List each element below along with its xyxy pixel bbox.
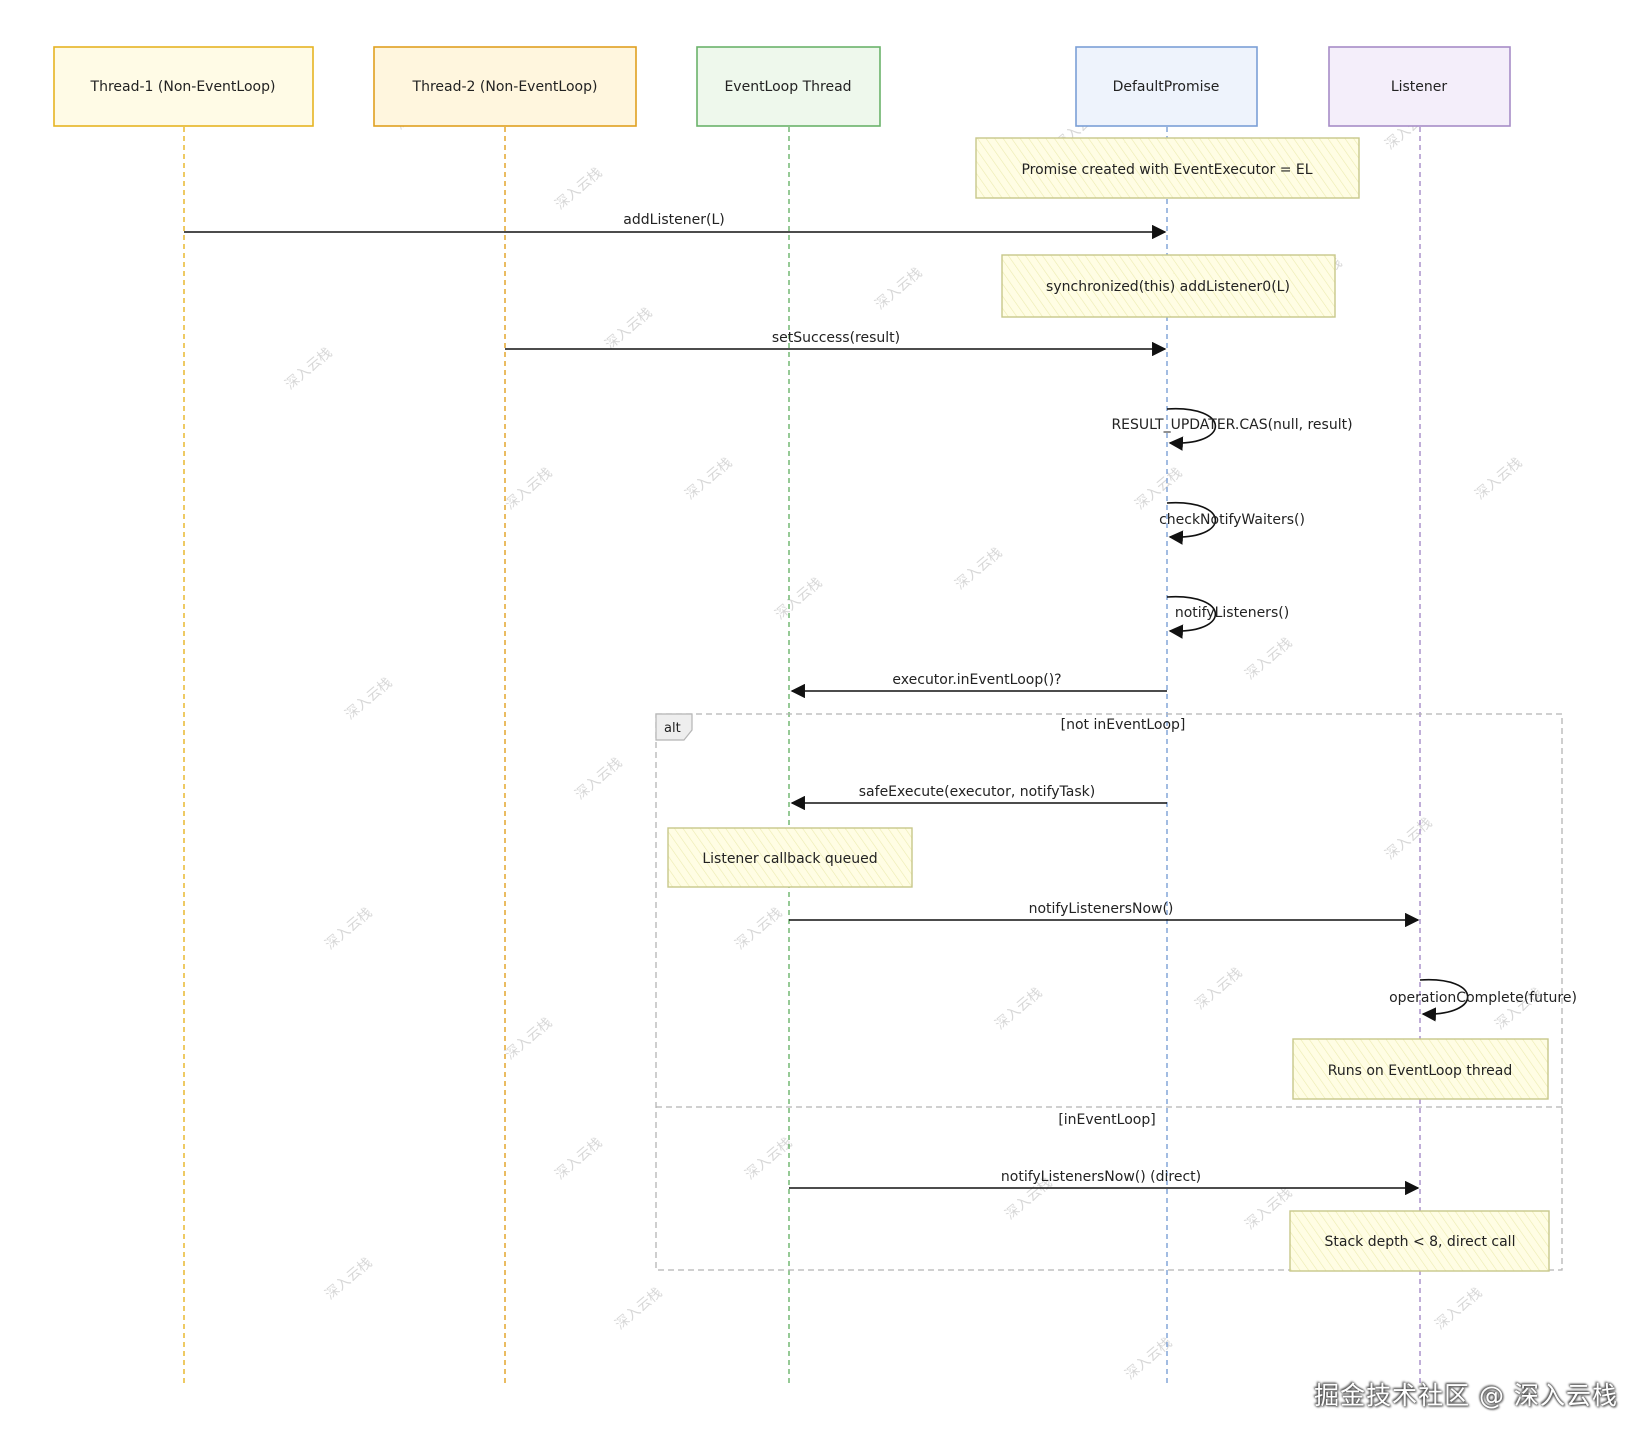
watermark-text: 深入云栈 <box>1432 1285 1485 1333</box>
svg-text:operationComplete(future): operationComplete(future) <box>1389 990 1577 1006</box>
svg-text:safeExecute(executor, notifyTa: safeExecute(executor, notifyTask) <box>859 784 1095 800</box>
watermark-text: 深入云栈 <box>992 985 1045 1033</box>
alt-guard-not-in-eventloop: [not inEventLoop] <box>1061 717 1186 733</box>
message-result-updater-cas: RESULT_UPDATER.CAS(null, result) <box>1111 408 1353 451</box>
watermark-text: 深入云栈 <box>322 1255 375 1303</box>
watermark-text: 深入云栈 <box>1472 455 1525 503</box>
svg-text:setSuccess(result): setSuccess(result) <box>772 330 900 346</box>
watermark-text: 深入云栈 <box>742 1135 795 1183</box>
watermark-text: 深入云栈 <box>282 345 335 393</box>
participant-thread-1: Thread-1 (Non-EventLoop) <box>53 46 314 127</box>
watermark-text: 深入云栈 <box>552 1135 605 1183</box>
watermark-text: 深入云栈 <box>1242 1185 1295 1233</box>
participant-label: Thread-2 (Non-EventLoop) <box>412 79 598 95</box>
watermark-text: 深入云栈 <box>572 755 625 803</box>
svg-text:Listener callback queued: Listener callback queued <box>702 851 877 867</box>
message-operationcomplete: operationComplete(future) <box>1389 979 1577 1022</box>
svg-text:RESULT_UPDATER.CAS(null, resul: RESULT_UPDATER.CAS(null, result) <box>1111 417 1352 433</box>
alt-frame: alt [not inEventLoop] [inEventLoop] <box>655 713 1563 1271</box>
participant-defaultpromise: DefaultPromise <box>1075 46 1258 127</box>
watermark-text: 深入云栈 <box>1382 815 1435 863</box>
message-notifylisteners: notifyListeners() <box>1166 596 1289 639</box>
note-synchronized: synchronized(this) addListener0(L) <box>1001 254 1336 318</box>
message-setsuccess: setSuccess(result) <box>505 330 1167 357</box>
message-safeexecute: safeExecute(executor, notifyTask) <box>790 784 1167 811</box>
svg-text:notifyListeners(): notifyListeners() <box>1175 605 1289 621</box>
watermark-text: 深入云栈 <box>732 905 785 953</box>
message-executor-ineventloop: executor.inEventLoop()? <box>790 672 1167 699</box>
svg-text:Runs on EventLoop thread: Runs on EventLoop thread <box>1328 1063 1513 1079</box>
watermark-text: 深入云栈 <box>342 675 395 723</box>
svg-text:checkNotifyWaiters(): checkNotifyWaiters() <box>1159 512 1305 528</box>
participant-thread-2: Thread-2 (Non-EventLoop) <box>373 46 637 127</box>
watermark-text: 深入云栈 <box>612 1285 665 1333</box>
watermark-text: 深入云栈 <box>872 265 925 313</box>
participant-listener: Listener <box>1328 46 1511 127</box>
note-stack-depth: Stack depth < 8, direct call <box>1289 1210 1550 1272</box>
svg-text:Promise created with EventExec: Promise created with EventExecutor = EL <box>1021 162 1312 178</box>
watermark-text: 深入云栈 <box>552 165 605 213</box>
svg-text:notifyListenersNow() (direct): notifyListenersNow() (direct) <box>1001 1169 1201 1185</box>
svg-text:Stack depth < 8, direct call: Stack depth < 8, direct call <box>1325 1234 1516 1250</box>
watermark-text: 深入云栈 <box>772 575 825 623</box>
watermark-text: 深入云栈 <box>322 905 375 953</box>
watermark-text: 深入云栈 <box>602 305 655 353</box>
svg-text:addListener(L): addListener(L) <box>623 212 724 228</box>
message-notifylistenersnow: notifyListenersNow() <box>789 901 1420 928</box>
watermark-text: 深入云栈 <box>1242 635 1295 683</box>
footer-watermark: 掘金技术社区 @ 深入云栈 <box>1314 1381 1618 1410</box>
note-promise-created: Promise created with EventExecutor = EL <box>975 137 1360 199</box>
participant-label: DefaultPromise <box>1113 79 1220 95</box>
message-addlistener: addListener(L) <box>184 212 1167 240</box>
watermark-text: 深入云栈 <box>1192 965 1245 1013</box>
watermark-text: 深入云栈 <box>502 465 555 513</box>
watermark-layer: 深入云栈深入云栈深入云栈深入云栈深入云栈深入云栈深入云栈深入云栈深入云栈深入云栈… <box>102 55 1545 1383</box>
alt-guard-in-eventloop: [inEventLoop] <box>1058 1112 1155 1128</box>
svg-text:executor.inEventLoop()?: executor.inEventLoop()? <box>892 672 1061 688</box>
participant-label: Listener <box>1391 79 1448 95</box>
watermark-text: 深入云栈 <box>1132 465 1185 513</box>
alt-tag: alt <box>664 721 681 736</box>
participant-eventloop: EventLoop Thread <box>696 46 881 127</box>
watermark-text: 深入云栈 <box>952 545 1005 593</box>
participant-label: Thread-1 (Non-EventLoop) <box>90 79 276 95</box>
watermark-text: 深入云栈 <box>502 1015 555 1063</box>
note-runs-on-eventloop: Runs on EventLoop thread <box>1292 1038 1549 1100</box>
lifelines <box>183 127 1421 1385</box>
watermark-text: 深入云栈 <box>682 455 735 503</box>
note-listener-callback-queued: Listener callback queued <box>667 827 913 888</box>
svg-text:notifyListenersNow(): notifyListenersNow() <box>1029 901 1174 917</box>
message-checknotifywaiters: checkNotifyWaiters() <box>1159 502 1305 545</box>
message-notifylistenersnow-direct: notifyListenersNow() (direct) <box>789 1169 1420 1196</box>
participant-label: EventLoop Thread <box>724 79 851 95</box>
svg-text:synchronized(this) addListener: synchronized(this) addListener0(L) <box>1046 279 1290 295</box>
